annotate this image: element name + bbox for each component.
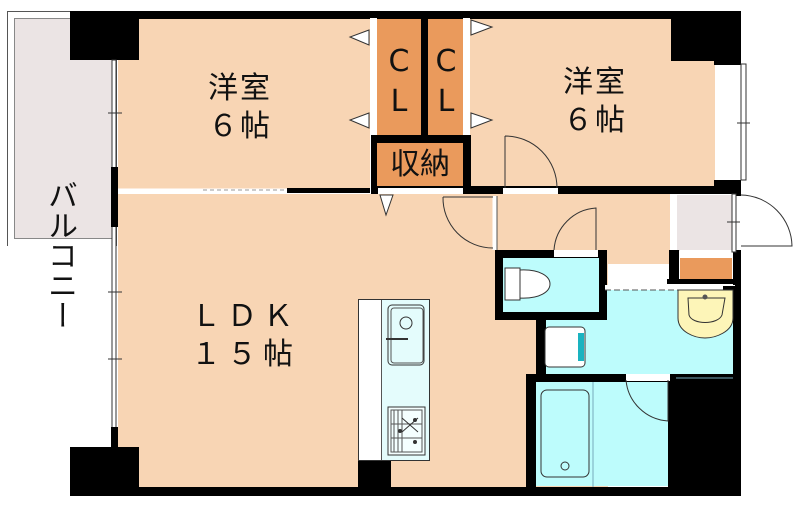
western-room-2-label: 洋室 ６帖 [535, 64, 655, 140]
storage: 収納 [377, 143, 463, 188]
stove-icon [386, 405, 426, 457]
shoe-cabinet [680, 258, 732, 280]
western-room-1 [118, 18, 376, 190]
closet-2-l: L [437, 84, 455, 119]
western-room-2-size: ６帖 [563, 103, 627, 138]
entrance [675, 195, 733, 251]
western-room-1-size: ６帖 [208, 109, 272, 144]
washing-machine-icon [544, 326, 586, 368]
ldk-label: ＬＤＫ １５帖 [175, 298, 315, 374]
entrance-door-icon [741, 195, 793, 247]
kitchen-sink-icon [386, 303, 426, 367]
toilet-icon [503, 265, 555, 303]
western-room-1-name: 洋室 [208, 71, 272, 106]
closet-1: C L [377, 18, 421, 135]
western-room-2-name: 洋室 [563, 65, 627, 100]
closet-2: C L [428, 18, 464, 135]
western-room-1-label: 洋室 ６帖 [180, 70, 300, 146]
ldk-size: １５帖 [191, 337, 299, 372]
shoe-cabinet-top [680, 250, 732, 258]
closet-1-c: C [388, 44, 410, 79]
ldk-name: ＬＤＫ [191, 299, 299, 334]
bathroom [534, 381, 672, 486]
bathtub-icon [540, 389, 590, 478]
washbasin-icon [677, 289, 735, 339]
closet-2-c: C [435, 44, 457, 79]
closet-1-l: L [390, 84, 408, 119]
balcony-label: バルコニー [42, 180, 77, 330]
